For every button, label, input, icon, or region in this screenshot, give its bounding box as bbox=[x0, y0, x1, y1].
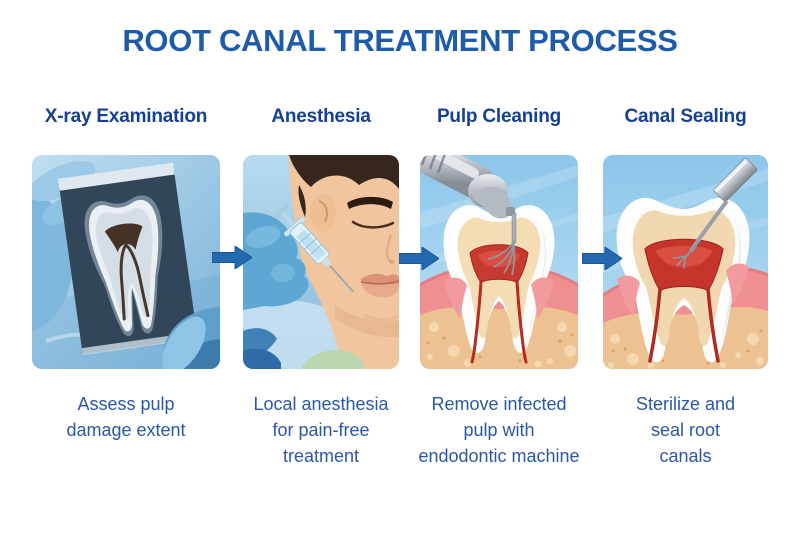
arrow-right-icon bbox=[212, 246, 252, 269]
canal-sealing-illustration-svg bbox=[603, 155, 768, 369]
closed-eye bbox=[351, 220, 395, 229]
xray-illustration bbox=[32, 155, 220, 369]
step-caption-canal-sealing: Sterilize and seal root canals bbox=[635, 394, 736, 466]
gloved-hand-with-syringe bbox=[243, 204, 354, 310]
bone bbox=[420, 306, 578, 369]
eyebrow bbox=[347, 196, 393, 209]
arrow-right-icon bbox=[399, 247, 439, 270]
bone-speckles bbox=[608, 333, 764, 369]
step-heading-xray: X-ray Examination bbox=[44, 106, 208, 127]
shoulder-scrubs bbox=[243, 328, 281, 369]
bone-speckles bbox=[427, 322, 576, 368]
anesthesia-illustration-svg bbox=[243, 155, 399, 369]
step-caption-xray: Assess pulp damage extent bbox=[66, 394, 186, 440]
anesthesia-illustration bbox=[243, 155, 399, 369]
needle bbox=[329, 265, 354, 293]
lips bbox=[360, 273, 399, 298]
step-heading-canal-sealing: Canal Sealing bbox=[624, 106, 747, 127]
gloved-hand-bottom-right bbox=[162, 307, 220, 369]
step-heading-pulp-cleaning: Pulp Cleaning bbox=[436, 106, 562, 127]
page-title: ROOT CANAL TREATMENT PROCESS bbox=[122, 23, 678, 58]
step-caption-pulp-cleaning: Remove infected pulp with endodontic mac… bbox=[418, 394, 580, 466]
pulp-cleaning-illustration-svg bbox=[420, 155, 578, 369]
sealing-file-tool bbox=[672, 158, 758, 270]
step-caption-anesthesia: Local anesthesia for pain-free treatment bbox=[253, 394, 389, 466]
canal-sealing-illustration bbox=[603, 155, 768, 369]
pulp-cleaning-illustration bbox=[420, 155, 578, 369]
ear bbox=[310, 194, 336, 232]
step-heading-anesthesia: Anesthesia bbox=[271, 106, 371, 127]
cleaning-files bbox=[487, 240, 516, 276]
tooth-cross-section bbox=[616, 197, 750, 363]
arrow-right-icon bbox=[582, 247, 622, 270]
syringe bbox=[273, 204, 354, 293]
hair bbox=[289, 155, 399, 189]
nose bbox=[385, 234, 393, 262]
patient-face bbox=[289, 155, 399, 369]
endodontic-handpiece bbox=[420, 155, 517, 276]
xray-film bbox=[58, 162, 198, 356]
xray-illustration-svg bbox=[32, 155, 220, 369]
shirt-collar bbox=[301, 349, 365, 369]
